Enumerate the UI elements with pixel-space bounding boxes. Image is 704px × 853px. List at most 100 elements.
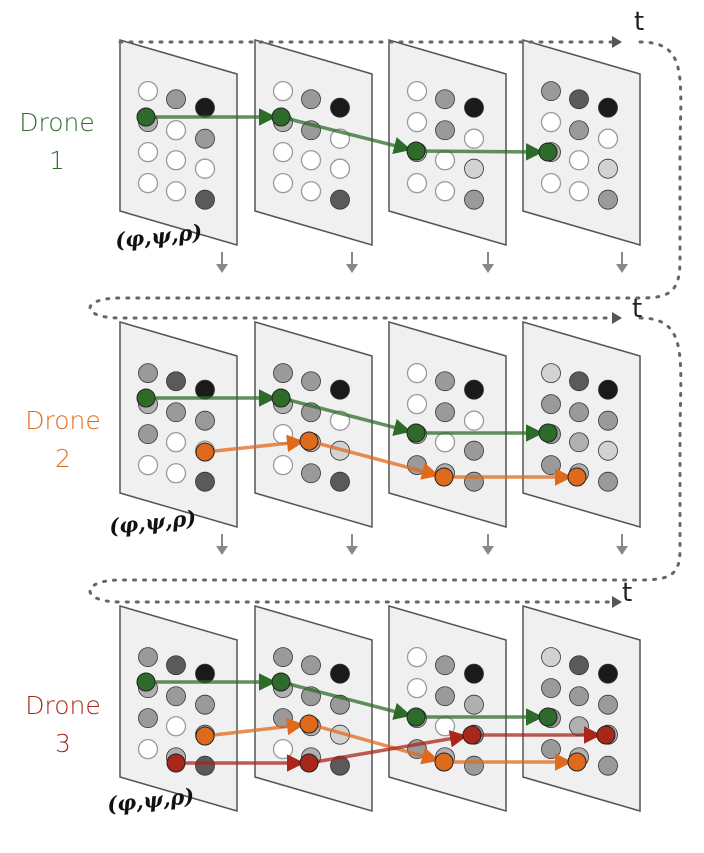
drone-1-label-name: Drone (19, 108, 95, 137)
time-arrowhead (612, 596, 622, 608)
drone-marker (538, 707, 558, 727)
projection-arrow-head (216, 264, 228, 273)
grid-dot (165, 150, 187, 171)
grid-dot (434, 150, 456, 171)
frame-panel (388, 321, 507, 528)
grid-dot (195, 755, 215, 776)
angles-formula-3: (φ,ψ,ρ) (106, 783, 195, 817)
grid-dot (165, 120, 187, 141)
grid-dot (406, 362, 428, 384)
grid-dot (435, 655, 455, 676)
frame-r2-f4 (522, 321, 641, 528)
grid-dot (330, 97, 350, 118)
drone-marker (136, 672, 156, 692)
grid-dot (463, 128, 485, 149)
grid-dot (406, 393, 428, 415)
drone-marker (136, 388, 156, 408)
projection-arrow-head (346, 546, 358, 555)
grid-dot (406, 111, 428, 133)
grid-dot (569, 120, 589, 141)
grid-dot (195, 410, 215, 431)
grid-dot (541, 394, 561, 415)
frame-panel (254, 605, 373, 812)
grid-dot (540, 111, 562, 133)
drone-2-label-name: Drone (25, 406, 101, 435)
grid-dot (195, 189, 215, 210)
projection-arrow-head (616, 546, 628, 555)
grid-dot (568, 181, 590, 202)
grid-dot (435, 686, 455, 707)
time-path-3 (88, 316, 683, 604)
grid-dot (597, 128, 619, 149)
grid-dot (273, 363, 293, 384)
frame-r1-f3 (388, 39, 507, 246)
frame-r3-f4 (522, 605, 641, 812)
projection-arrow-head (482, 546, 494, 555)
drone-2-track-row2 (195, 431, 587, 487)
grid-dot (569, 432, 589, 453)
drone-marker (166, 753, 186, 773)
grid-dot (194, 158, 216, 179)
drone-1-track-row2 (136, 388, 558, 443)
drone-2-track-row3 (195, 714, 587, 772)
frame-r1-f2 (254, 39, 373, 246)
grid-dot (165, 716, 187, 737)
grid-dot (541, 647, 561, 668)
grid-dot (464, 694, 484, 715)
frame-r1-f1 (119, 39, 238, 246)
grid-dot (166, 686, 186, 707)
drone-1-track-row3 (136, 672, 558, 727)
frame-panel (254, 321, 373, 528)
angles-formula-1: (φ,ψ,ρ) (114, 219, 203, 253)
grid-dot (464, 471, 484, 492)
grid-dot (464, 755, 484, 776)
grid-dot (195, 128, 215, 149)
frame-panel (388, 39, 507, 246)
grid-dot (435, 120, 455, 141)
grid-dot (569, 686, 589, 707)
grid-dot (195, 694, 215, 715)
grid-dot (598, 755, 618, 776)
grid-dot (166, 89, 186, 110)
grid-dot (540, 172, 562, 194)
frame-panel (522, 321, 641, 528)
grid-dot (137, 141, 159, 163)
drone-marker (271, 672, 291, 692)
grid-dot (598, 158, 618, 179)
grid-dot (272, 738, 294, 760)
grid-dot (301, 371, 321, 392)
grid-dot (541, 739, 561, 760)
drone-marker (299, 714, 319, 734)
track-segment (280, 115, 412, 155)
drone-3-track-row3 (166, 725, 616, 773)
drone-marker (406, 707, 426, 727)
grid-dot (272, 423, 294, 445)
grid-dot (435, 371, 455, 392)
grid-dot (541, 363, 561, 384)
projection-arrow-head (482, 264, 494, 273)
grid-dot (272, 172, 294, 194)
drone-1-label-number: 1 (49, 146, 65, 175)
frame-panel (119, 321, 238, 528)
grid-dot (435, 89, 455, 110)
projection-arrow-head (346, 264, 358, 273)
grid-dot (598, 440, 618, 461)
drone-1-track-row1 (136, 107, 558, 162)
frame-r2-f3 (388, 321, 507, 528)
grid-dot (301, 463, 321, 484)
grid-dot (434, 432, 456, 453)
drone-marker (567, 467, 587, 487)
drone-2-label: Drone 2 (8, 402, 118, 478)
grid-dot (195, 471, 215, 492)
grid-dot (568, 150, 590, 171)
grid-dot (300, 150, 322, 171)
frame-r2-f2 (254, 321, 373, 528)
grid-dot (137, 738, 159, 760)
drone-marker (406, 423, 426, 443)
grid-dot (195, 97, 215, 118)
time-axis-layer: ttt(φ,ψ,ρ)(φ,ψ,ρ)(φ,ψ,ρ) (88, 7, 683, 817)
grid-dot (569, 89, 589, 110)
track-segment (204, 434, 305, 454)
grid-dot (598, 694, 618, 715)
